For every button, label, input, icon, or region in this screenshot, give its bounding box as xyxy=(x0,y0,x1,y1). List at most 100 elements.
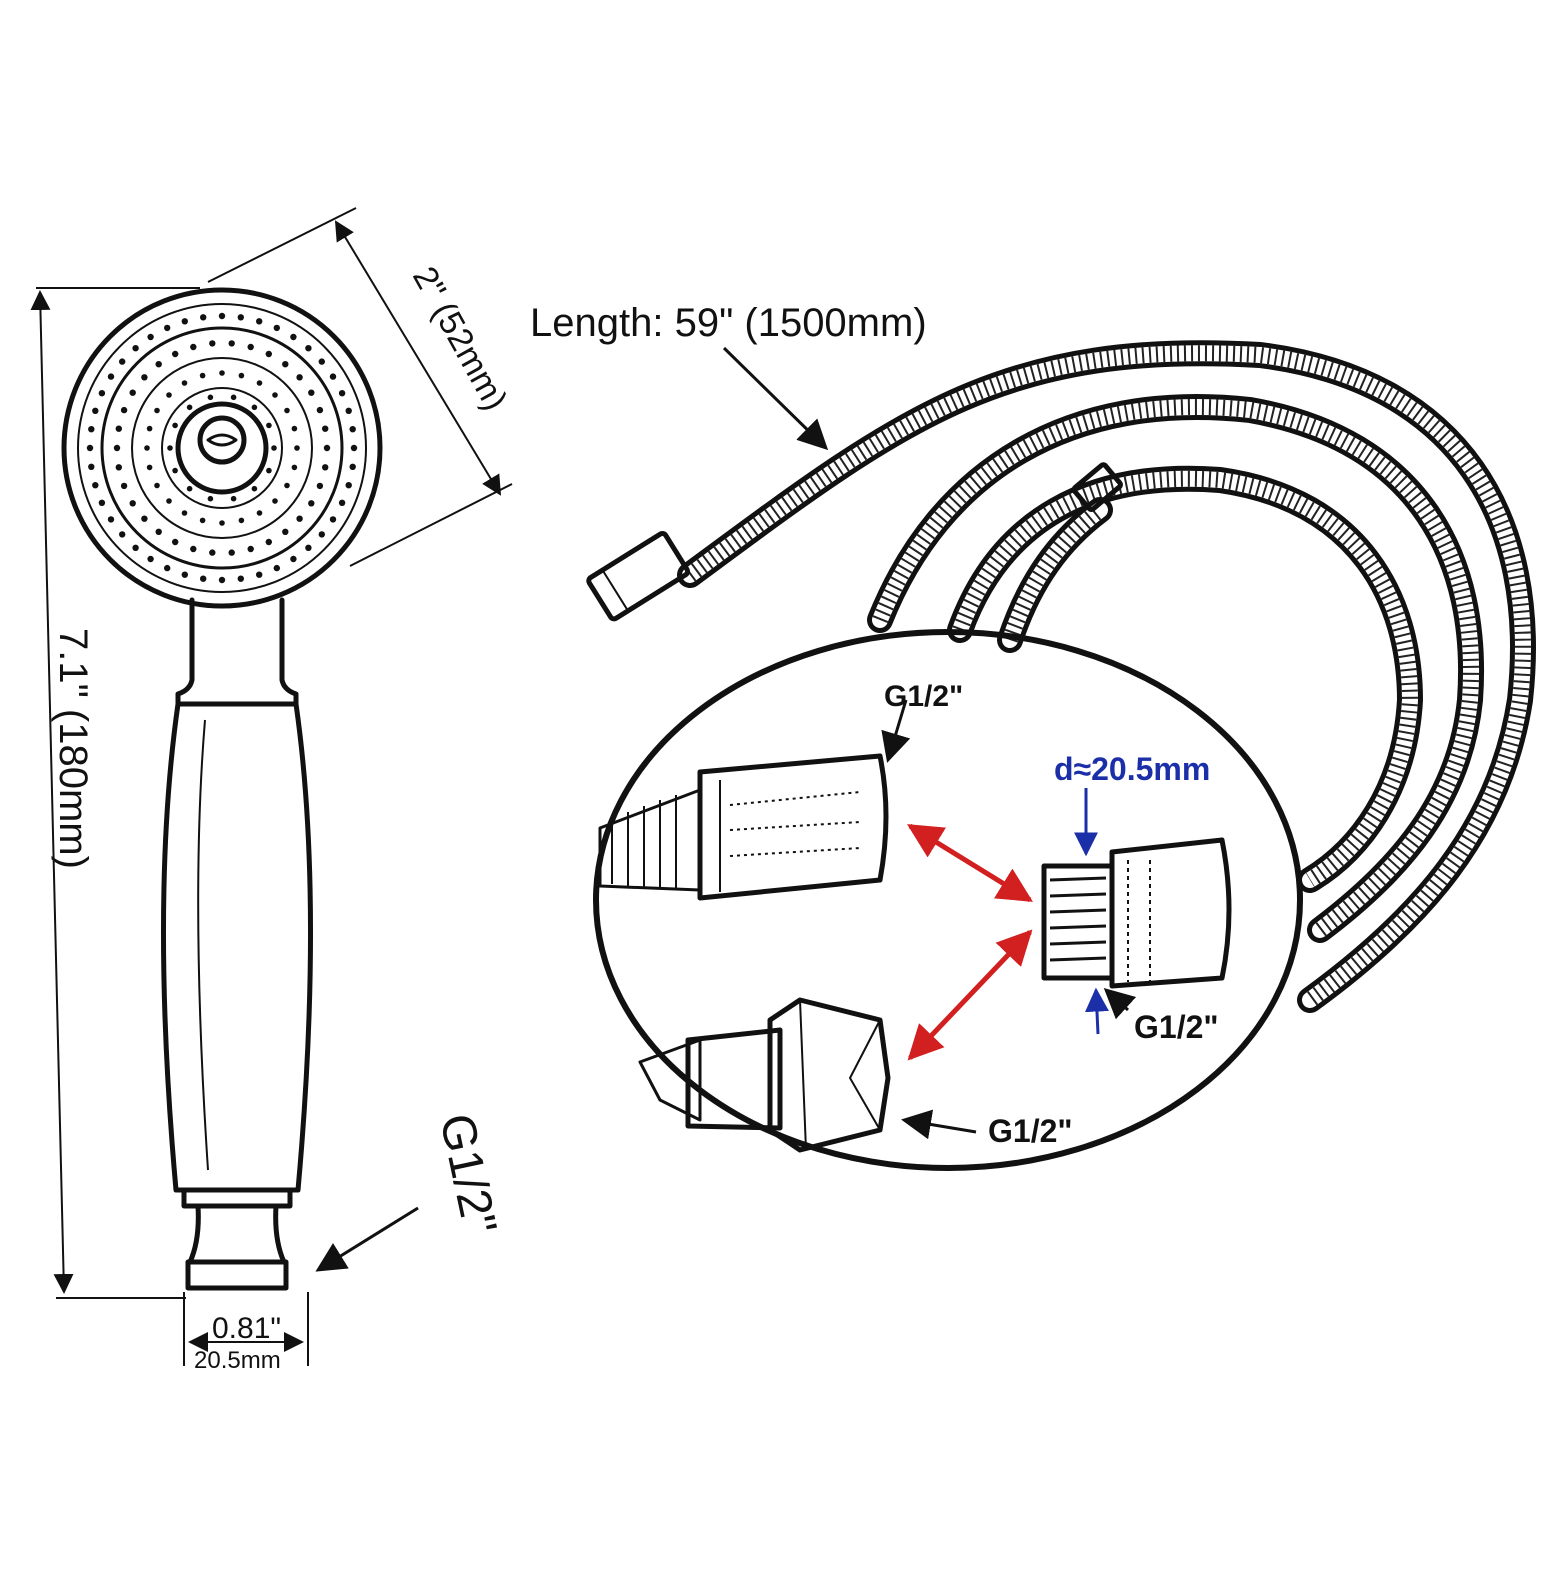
spray-nozzle xyxy=(166,392,172,398)
spray-nozzle xyxy=(338,499,346,506)
spray-nozzle xyxy=(119,531,126,538)
spray-nozzle xyxy=(329,516,337,523)
spray-nozzle xyxy=(322,425,329,432)
spray-nozzle xyxy=(181,318,188,325)
spray-nozzle xyxy=(290,333,297,341)
hose-length-callout: Length: 59" (1500mm) xyxy=(530,301,927,451)
spray-nozzle xyxy=(154,482,160,489)
spray-nozzle xyxy=(350,444,358,452)
hose-length-label: Length: 59" (1500mm) xyxy=(530,301,927,345)
spray-nozzle xyxy=(265,350,272,358)
spray-nozzle xyxy=(209,549,216,556)
connection-detail-inset: G1/2" d≈20.5mm G1/2" G1/2" xyxy=(593,629,1303,1171)
spray-nozzle xyxy=(291,464,298,471)
spray-nozzle xyxy=(266,467,272,474)
spray-nozzle xyxy=(154,407,160,414)
spray-nozzle xyxy=(98,499,106,506)
spray-nozzle xyxy=(230,495,237,502)
shower-head-drawing xyxy=(61,287,383,1291)
spray-nozzle xyxy=(305,544,312,551)
spray-nozzle xyxy=(146,425,153,432)
spray-nozzle xyxy=(132,544,139,551)
spray-nozzle xyxy=(181,510,188,516)
spray-nozzle xyxy=(237,314,244,321)
spray-nozzle xyxy=(164,564,171,572)
spray-nozzle xyxy=(172,422,178,429)
spray-nozzle xyxy=(172,538,179,546)
spray-nozzle xyxy=(318,531,325,538)
spray-nozzle xyxy=(129,500,136,507)
spray-nozzle xyxy=(256,510,263,516)
spray-nozzle xyxy=(181,571,188,578)
spray-nozzle xyxy=(290,555,297,563)
spray-nozzle xyxy=(146,464,153,471)
spray-nozzle xyxy=(190,545,197,553)
spray-nozzle xyxy=(88,426,95,433)
spray-nozzle xyxy=(296,374,303,381)
spray-nozzle xyxy=(88,463,95,470)
spray-nozzle xyxy=(349,426,356,433)
spray-nozzle xyxy=(107,516,115,523)
spray-nozzle xyxy=(129,389,136,396)
spray-nozzle xyxy=(271,445,277,451)
spray-nozzle xyxy=(219,520,225,526)
spray-nozzle xyxy=(186,485,193,492)
head-thread-callout: G1/2" xyxy=(315,1109,506,1272)
spray-nozzle xyxy=(115,425,123,432)
spray-nozzle xyxy=(238,372,245,379)
spray-nozzle xyxy=(147,555,154,563)
spray-nozzle xyxy=(323,444,331,452)
spray-nozzle xyxy=(349,463,356,470)
spray-nozzle xyxy=(167,445,173,451)
spray-nozzle xyxy=(200,314,207,321)
spray-nozzle xyxy=(338,390,346,397)
spray-nozzle xyxy=(141,374,148,381)
spray-nozzle xyxy=(273,324,280,332)
spray-nozzle xyxy=(132,345,139,352)
spray-nozzle xyxy=(207,495,214,502)
neck-width-dimension: 0.81" 20.5mm xyxy=(183,1292,309,1374)
spray-nozzle xyxy=(181,380,188,386)
spray-nozzle xyxy=(200,575,207,582)
neck-width-inch-label: 0.81" xyxy=(212,1312,281,1345)
spray-nozzle xyxy=(155,528,162,535)
spray-nozzle xyxy=(251,485,258,492)
spray-nozzle xyxy=(247,545,254,553)
spray-nozzle xyxy=(92,407,99,414)
spray-nozzle xyxy=(120,482,128,490)
spray-nozzle xyxy=(345,407,352,414)
spray-nozzle xyxy=(272,392,278,398)
spray-nozzle xyxy=(256,318,263,325)
spray-nozzle xyxy=(318,358,325,365)
spray-nozzle xyxy=(166,498,172,504)
spray-nozzle xyxy=(209,340,216,347)
spray-nozzle xyxy=(144,445,150,451)
spray-nozzle xyxy=(296,515,303,522)
spray-nozzle xyxy=(345,482,352,489)
spray-nozzle xyxy=(190,343,197,351)
spray-nozzle xyxy=(284,407,290,414)
spray-nozzle xyxy=(199,517,206,524)
spray-nozzle xyxy=(120,406,128,414)
spray-nozzle xyxy=(119,358,126,365)
hose-drawing xyxy=(586,340,1536,1013)
spray-nozzle xyxy=(308,500,315,507)
spray-nozzle xyxy=(218,576,226,584)
spray-nozzle xyxy=(256,571,263,578)
spray-nozzle xyxy=(172,350,179,358)
spray-nozzle xyxy=(164,324,171,332)
bottom-fitting-thread-label: G1/2" xyxy=(988,1113,1073,1149)
diameter-arrow-bottom xyxy=(1084,987,1109,1035)
hex-nut-bottom xyxy=(638,997,891,1153)
spray-nozzle xyxy=(284,482,290,489)
hose-nut-top xyxy=(598,753,889,901)
spray-nozzle xyxy=(329,373,337,380)
spray-nozzle xyxy=(107,373,115,380)
spray-nozzle xyxy=(219,370,225,376)
spray-nozzle xyxy=(86,444,94,452)
spray-nozzle xyxy=(251,404,258,411)
spray-nozzle xyxy=(141,515,148,522)
handle-length-label: 7.1" (180mm) xyxy=(51,628,95,869)
